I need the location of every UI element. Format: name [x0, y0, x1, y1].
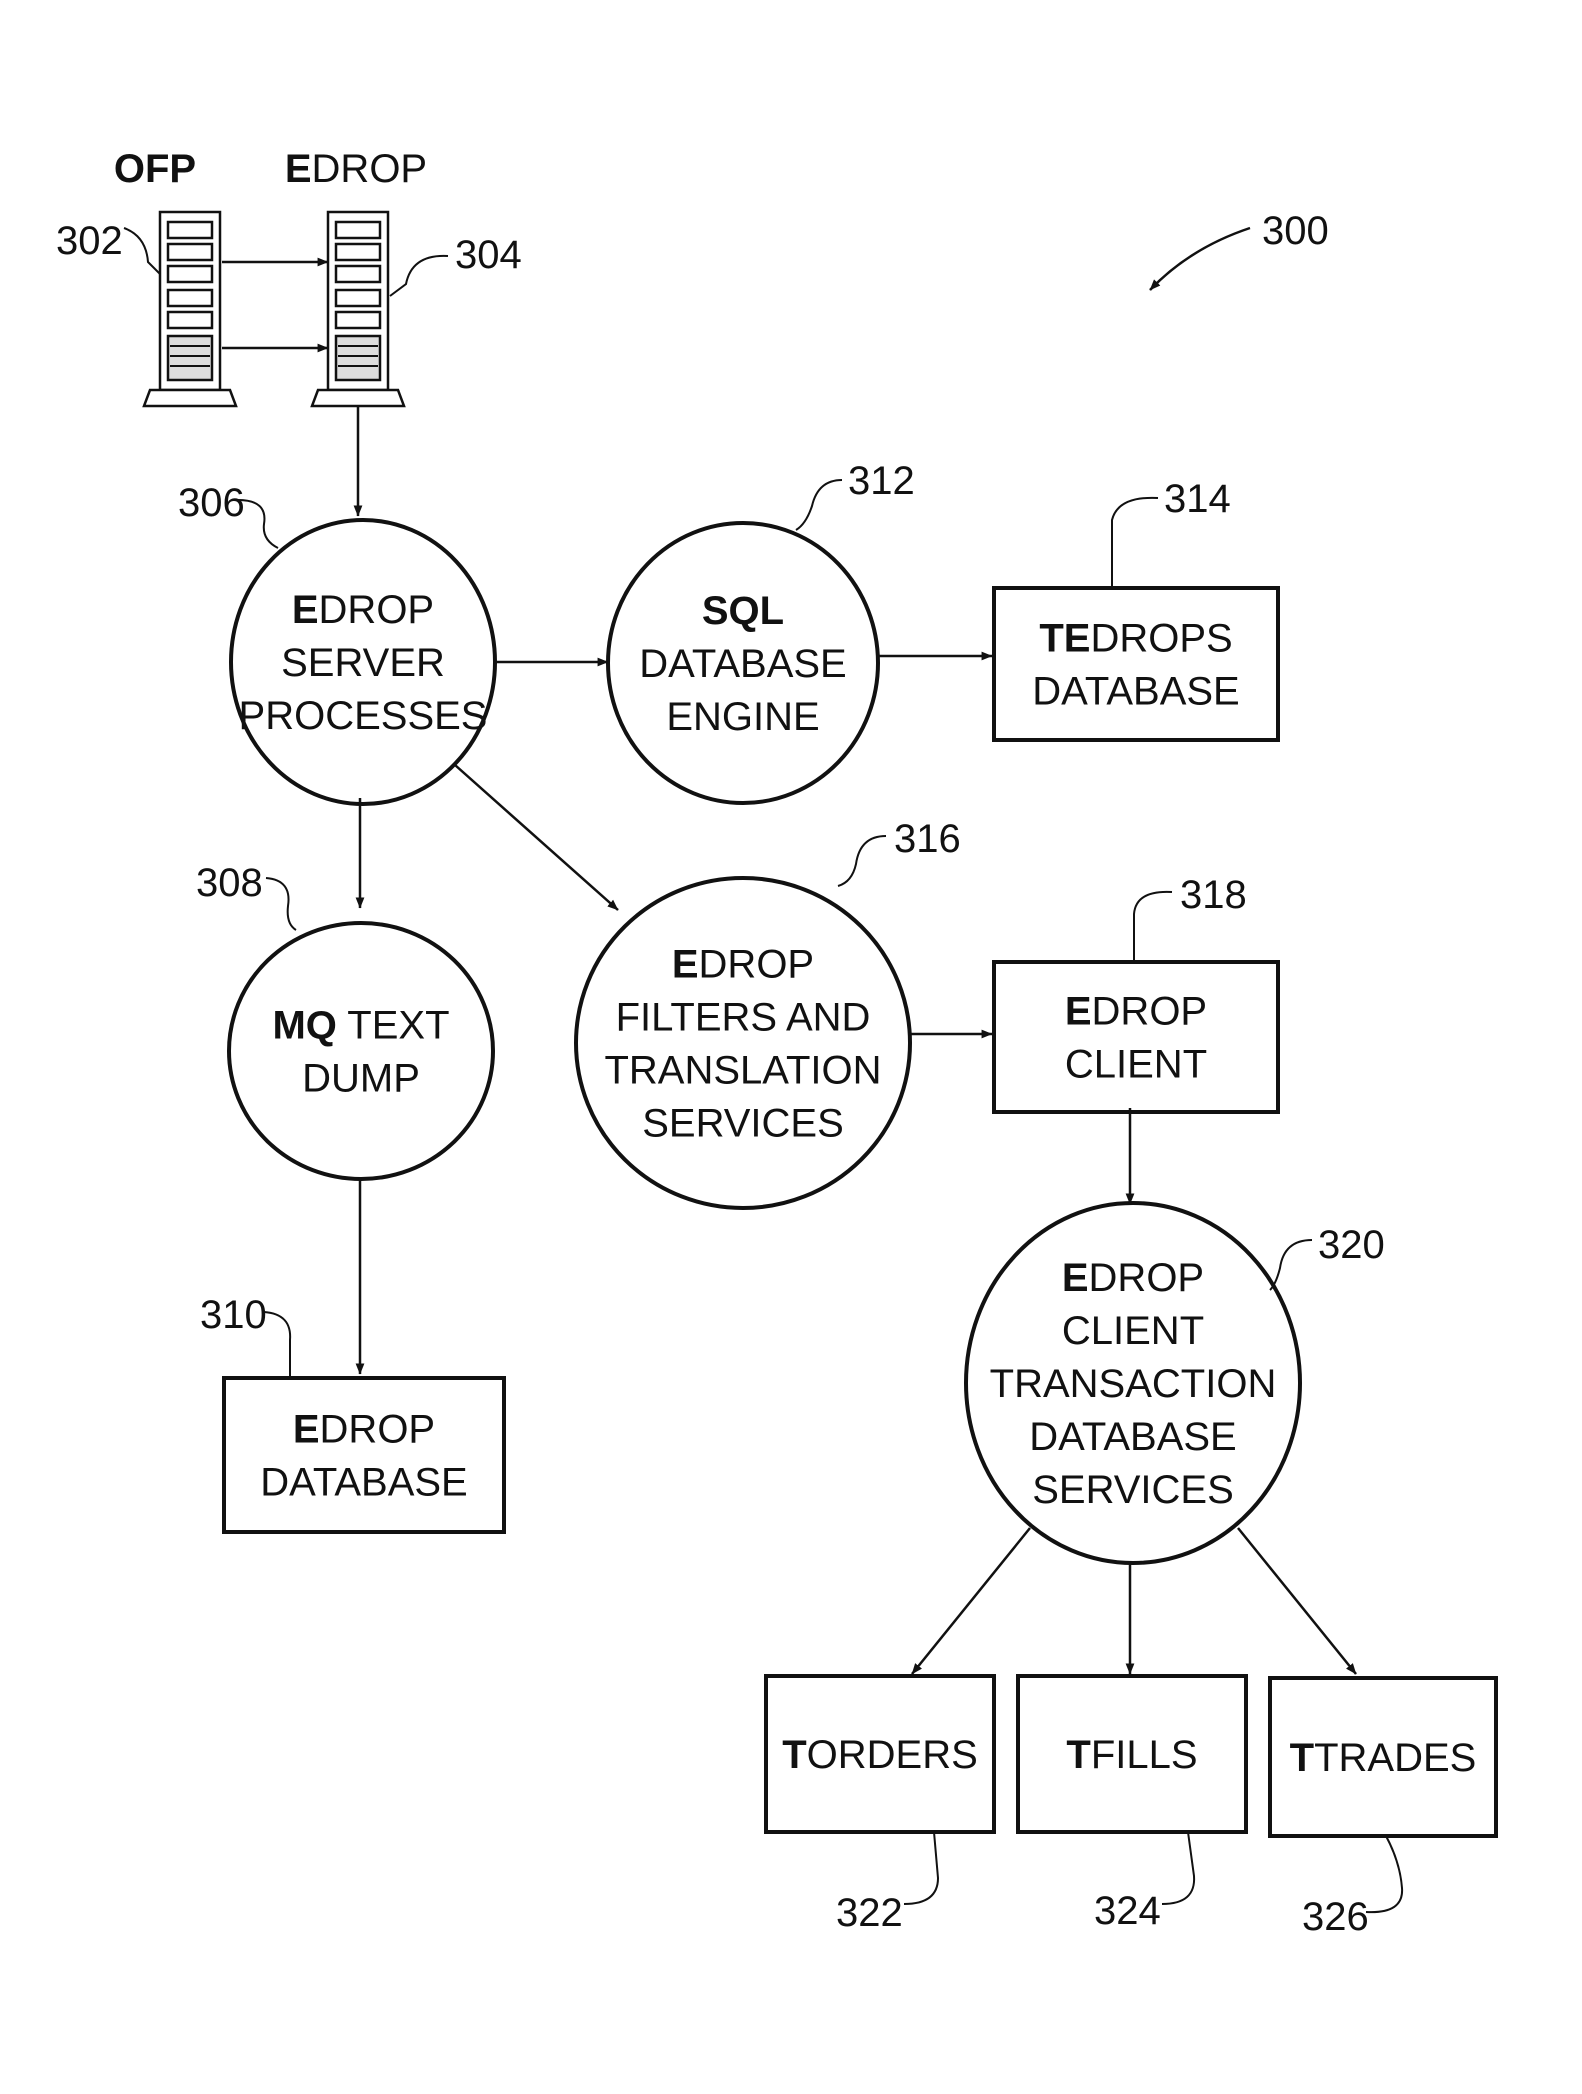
- arrow-320-322: [912, 1528, 1030, 1674]
- ofp-server-icon: [144, 212, 236, 406]
- node-322: TORDERS 322: [766, 1676, 994, 1935]
- node-label-306-line-2-part-0: PROCESSES: [239, 694, 488, 738]
- leader-318: [1134, 892, 1172, 962]
- node-label-316-line-3-part-0: SERVICES: [642, 1102, 844, 1146]
- ref-label-318: 318: [1180, 873, 1247, 917]
- node-label-320-line-1-part-0: CLIENT: [1062, 1309, 1204, 1353]
- leader-314: [1112, 498, 1158, 588]
- node-310: EDROP DATABASE 310: [200, 1293, 504, 1532]
- node-label-308-line-1-part-0: DUMP: [302, 1057, 420, 1101]
- node-label-312-line-1-part-0: DATABASE: [639, 642, 846, 686]
- node-326: TTRADES 326: [1270, 1678, 1496, 1939]
- ref-label-314: 314: [1164, 477, 1231, 521]
- node-label-312-line-0-part-0: SQL: [702, 589, 784, 633]
- arrow-306-316: [455, 765, 618, 910]
- node-label-314-line-0-part-0: TE: [1039, 617, 1090, 661]
- node-label-312-line-2-part-0: ENGINE: [666, 695, 819, 739]
- node-label-314-line-0-part-1: DROPS: [1090, 617, 1232, 661]
- node-label-324: TFILLS: [1066, 1733, 1197, 1777]
- leader-308: [266, 878, 296, 930]
- node-label-310-line-1-part-0: DATABASE: [260, 1461, 467, 1505]
- node-316: EDROP FILTERS AND TRANSLATION SERVICES 316: [576, 817, 961, 1208]
- ref-label-306: 306: [178, 481, 245, 525]
- ref-label-310: 310: [200, 1293, 267, 1337]
- node-label-326-line-0-part-0: T: [1290, 1736, 1314, 1780]
- node-label-306-line-0-part-1: DROP: [319, 588, 435, 632]
- process-circle-316: [576, 878, 910, 1208]
- data-box-310: [224, 1378, 504, 1532]
- leader-326: [1366, 1836, 1402, 1912]
- ref-label-316: 316: [894, 817, 961, 861]
- ref-label-320: 320: [1318, 1223, 1385, 1267]
- leader-320: [1270, 1240, 1312, 1290]
- node-label-326: TTRADES: [1290, 1736, 1477, 1780]
- node-label-310-line-0-part-1: DROP: [320, 1408, 436, 1452]
- node-label-308-line-0-part-1: TEXT: [337, 1004, 450, 1048]
- node-label-320-line-3-part-0: DATABASE: [1029, 1415, 1236, 1459]
- node-label-324-line-0-part-1: FILLS: [1091, 1733, 1198, 1777]
- arrow-320-326: [1238, 1528, 1356, 1674]
- ref-label-312: 312: [848, 459, 915, 503]
- leader-310: [264, 1312, 290, 1378]
- node-label-318-line-0-part-0: E: [1065, 990, 1092, 1034]
- node-label-316-line-2-part-0: TRANSLATION: [604, 1049, 881, 1093]
- node-label-320-line-0-part-0: E: [1062, 1256, 1089, 1300]
- node-label-320-line-4-part-0: SERVICES: [1032, 1468, 1234, 1512]
- node-label-318-line-1-part-0: CLIENT: [1065, 1043, 1207, 1087]
- ref-label-324: 324: [1094, 1889, 1161, 1933]
- node-label-306-line-0-part-0: E: [292, 588, 319, 632]
- data-box-314: [994, 588, 1278, 740]
- ref-label-322: 322: [836, 1891, 903, 1935]
- server-caption-edrop: EDROP: [285, 147, 427, 191]
- edrop-server-icon: [312, 212, 404, 406]
- server-caption-ofp: OFP: [114, 147, 196, 191]
- node-label-316-line-0-part-0: E: [672, 943, 699, 987]
- node-314: TEDROPS DATABASE 314: [994, 477, 1278, 740]
- leader-324: [1162, 1832, 1194, 1904]
- node-318: EDROP CLIENT 318: [994, 873, 1278, 1112]
- node-label-316-line-1-part-0: FILTERS AND: [616, 996, 871, 1040]
- node-label-310-line-0-part-0: E: [293, 1408, 320, 1452]
- leader-312: [796, 480, 842, 530]
- node-label-306-line-1-part-0: SERVER: [281, 641, 445, 685]
- node-308: MQ TEXT DUMP 308: [196, 861, 493, 1179]
- node-label-316-line-0-part-1: DROP: [699, 943, 815, 987]
- node-label-308-line-0-part-0: MQ: [272, 1004, 336, 1048]
- node-layer: EDROPSERVERPROCESSES306SQLDATABASEENGINE…: [178, 459, 1496, 1939]
- leader-316: [838, 836, 886, 886]
- server-caption-ofp-bold: OFP: [114, 147, 196, 191]
- node-320: EDROP CLIENT TRANSACTION DATABASE SERVICES 32…: [966, 1203, 1385, 1563]
- node-label-326-line-0-part-1: TRADES: [1314, 1736, 1476, 1780]
- node-label-314-line-1-part-0: DATABASE: [1032, 670, 1239, 714]
- leader-304: [390, 256, 448, 296]
- node-label-322-line-0-part-0: T: [782, 1733, 806, 1777]
- server-label-302: 302: [56, 219, 123, 263]
- process-circle-308: [229, 923, 493, 1179]
- node-306: EDROP SERVER PROCESSES 306: [178, 481, 495, 804]
- leader-322: [904, 1832, 938, 1904]
- node-label-320-line-0-part-1: DROP: [1089, 1256, 1205, 1300]
- node-label-320-line-2-part-0: TRANSACTION: [990, 1362, 1277, 1406]
- data-box-318: [994, 962, 1278, 1112]
- figure-ref-300: 300: [1262, 209, 1329, 253]
- server-label-304: 304: [455, 233, 522, 277]
- figure-ref-arrow: [1150, 228, 1250, 290]
- node-label-322: TORDERS: [782, 1733, 978, 1777]
- node-label-322-line-0-part-1: ORDERS: [807, 1733, 978, 1777]
- ref-label-326: 326: [1302, 1895, 1369, 1939]
- server-caption-edrop-bold: E: [285, 147, 312, 191]
- node-324: TFILLS 324: [1018, 1676, 1246, 1933]
- ref-label-308: 308: [196, 861, 263, 905]
- leader-302: [124, 228, 160, 274]
- node-label-318-line-0-part-1: DROP: [1092, 990, 1208, 1034]
- server-caption-edrop-rest: DROP: [312, 147, 428, 191]
- node-312: SQL DATABASE ENGINE 312: [608, 459, 915, 803]
- node-label-324-line-0-part-0: T: [1066, 1733, 1090, 1777]
